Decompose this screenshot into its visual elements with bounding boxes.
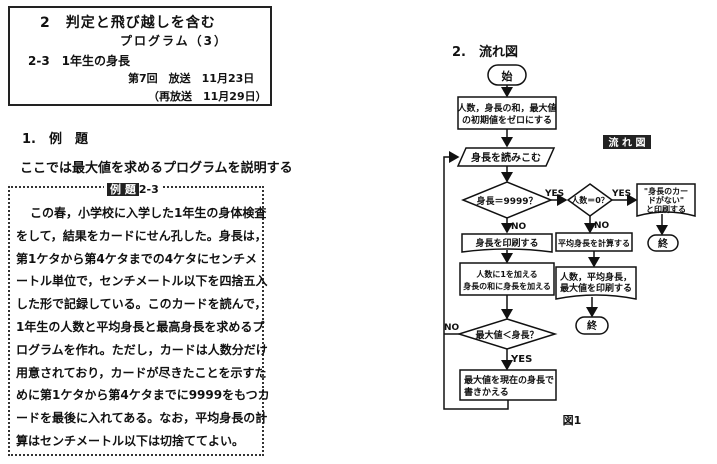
flow-print-height-text: 身長を印刷する	[475, 237, 538, 249]
flow-no-label: NO	[594, 221, 610, 231]
flow-decision-height-text: 身長＝9999？	[476, 195, 537, 207]
example-body: この春，小学校に入学した1年生の身体検査 をして，結果をカードにせん孔した。身長…	[16, 202, 270, 453]
flow-decision-count-text: 人数＝0？	[571, 195, 609, 205]
flow-start-label: 始	[502, 69, 513, 83]
flow-update-text: 書きかえる	[464, 386, 509, 398]
figure-caption: 図1	[563, 413, 582, 427]
flow-yes-label: YES	[611, 189, 631, 199]
flow-init-text: の初期値をゼロにする	[462, 114, 552, 126]
lesson-title: 2-3 1年生の身長	[28, 54, 131, 68]
section-lead-text: ここでは最大値を求めるプログラムを説明する	[20, 161, 293, 176]
example-tag-label: 例 題	[107, 183, 139, 196]
flow-no-card-text: ドがない"	[648, 195, 684, 205]
flow-loop-line	[443, 151, 509, 410]
flow-print-results-text: 人数，平均身長，	[559, 271, 632, 283]
example-line: ログラムを作れ。ただし，カードは人数分だけ	[16, 342, 268, 357]
broadcast-date: 第7回 放送 11月23日	[128, 72, 255, 85]
flow-read-text: 身長を読みこむ	[471, 151, 541, 164]
section-heading-flowchart: 2. 流れ図	[452, 45, 518, 60]
example-line: ードを最後に入れてある。なお，平均身長の計	[16, 411, 268, 426]
example-line: 算はセンチメートル以下は切捨ててよい。	[16, 433, 245, 448]
flowchart-inset-label: 流 れ 図	[609, 136, 646, 149]
flow-calc-average-text: 平均身長を計算する	[558, 238, 630, 248]
flow-update-text: 最大値を現在の身長で	[464, 374, 554, 386]
section-heading-example: 1. 例 題	[22, 132, 88, 147]
flow-print-no-card	[636, 183, 696, 217]
flow-decision-max-text: 最大値＜身長？	[475, 329, 538, 341]
flow-end-terminal-2	[575, 316, 609, 335]
flow-end-terminal-1	[647, 234, 679, 252]
example-line: めに第1ケタから第4ケタまでに9999をもつカ	[16, 388, 270, 403]
flow-print-height	[461, 233, 553, 253]
flow-add-text: 身長の和に身長を加える	[463, 281, 551, 291]
example-line: した形で記録している。このカードを読んで，	[16, 297, 267, 312]
example-line: 1年生の人数と平均身長と最高身長を求めるプ	[16, 319, 265, 334]
example-line: ートル単位で，センチメートル以下を四捨五入	[16, 274, 268, 289]
flow-no-label: NO	[444, 323, 460, 333]
example-tag-number: 2-3	[138, 183, 159, 196]
rebroadcast-date: （再放送 11月29日）	[148, 90, 267, 103]
flow-print-results-text: 最大値を印刷する	[560, 282, 632, 294]
flow-yes-label: YES	[510, 354, 532, 365]
flow-no-card-text: と印刷する	[646, 204, 686, 214]
flow-print-results	[555, 266, 637, 300]
flowchart-inset-label-bg	[603, 135, 651, 149]
example-line: 第1ケタから第4ケタまでの4ケタにセンチメ	[16, 251, 258, 266]
flow-read-io	[456, 147, 556, 167]
flow-add-text: 人数に1を加える	[476, 269, 537, 279]
example-line: 用意されており，カードが尽きたことを示すた	[16, 365, 267, 380]
flow-init-text: 人数，身長の和，最大値	[456, 102, 556, 114]
chapter-title: 2 判定と飛び越しを含む	[40, 15, 216, 31]
flow-end-label: 終	[658, 237, 669, 250]
flow-yes-label: YES	[544, 189, 564, 199]
flow-no-label: NO	[511, 222, 527, 232]
flow-no-card-text: "身長のカー	[644, 186, 688, 196]
example-line: この春，小学校に入学した1年生の身体検査	[30, 206, 267, 220]
chapter-subtitle: プログラム（3）	[120, 34, 228, 48]
title-box	[8, 6, 272, 106]
example-line: をして，結果をカードにせん孔した。身長は，	[16, 228, 267, 243]
flow-end-label: 終	[587, 319, 598, 332]
